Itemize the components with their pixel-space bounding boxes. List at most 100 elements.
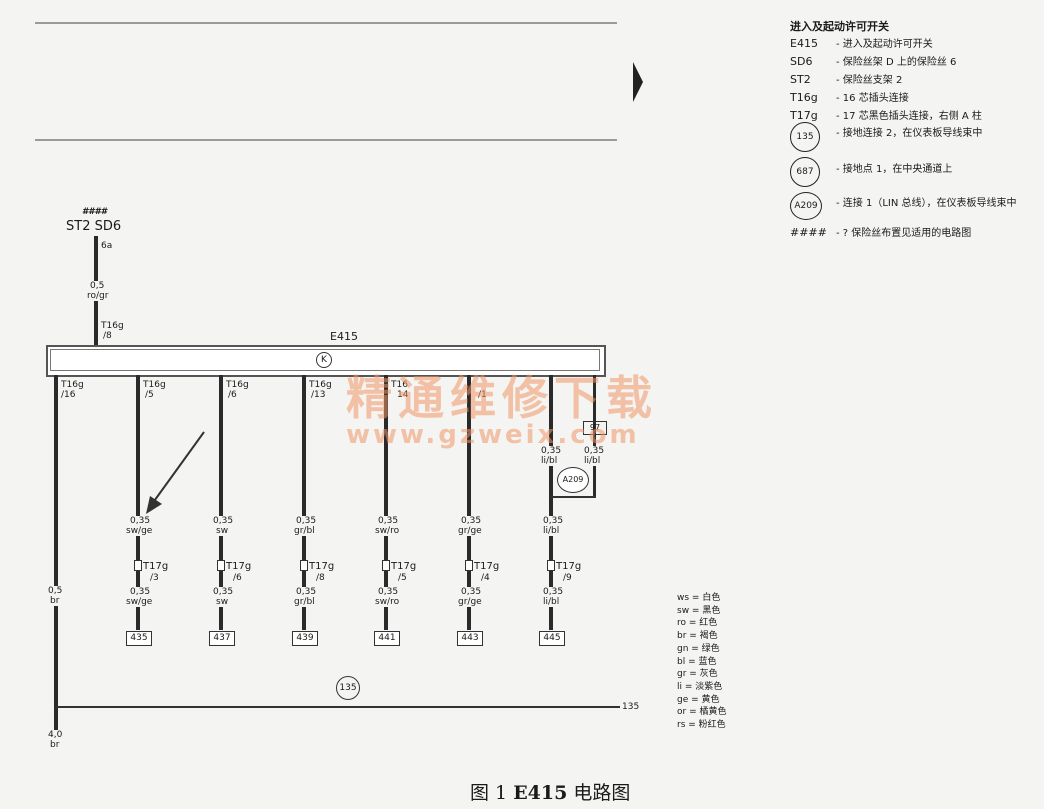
caption-bold: E415 [513,782,568,804]
top-rule [35,22,617,24]
caption-suffix: 电路图 [573,782,631,804]
a209-node: A209 [557,467,589,493]
branch-conn: T16g [143,380,166,390]
ground-wire [54,375,58,730]
color-legend-item: ge = 黄色 [677,694,720,705]
branch-wire2-color: gr/bl [294,597,315,607]
branch-conn-pin: 14 [397,390,409,400]
box-97: 97 [583,421,607,435]
branch-conn-pin: /6 [228,390,237,400]
plug-icon [300,560,308,571]
branch-wire2-color: li/bl [543,597,560,607]
ref-box: 441 [374,631,400,646]
legend-title: 进入及起动许可开关 [790,20,889,33]
branch-wire [219,375,223,630]
branch-wire [467,375,471,630]
legend-row: ####- ? 保险丝布置见适用的电路图 [790,226,972,239]
branch-wire [549,375,553,630]
branch-wire2-size: 0,35 [296,587,317,597]
branch-conn-pin: /5 [145,390,154,400]
ground-wire-size: 0,5 [48,586,63,596]
branch-wire2-size: 0,35 [378,587,399,597]
branch-wire-size: 0,35 [213,516,234,526]
feed-conn: T16g [101,321,124,331]
legend-row: E415- 进入及起动许可开关 [790,37,933,50]
lin-wire-size: 0,35 [541,446,562,456]
branch-wire-size: 0,35 [461,516,482,526]
color-legend-item: gr = 灰色 [677,669,718,680]
branch-wire [384,375,388,630]
branch-t17: T17g [143,561,169,572]
lin-wire-color: li/bl [541,456,558,466]
color-legend-item: ro = 红色 [677,618,718,629]
branch-wire2-color: sw/ro [375,597,400,607]
branch-conn-pin: /13 [311,390,326,400]
color-legend-item: sw = 黑色 [677,605,721,616]
color-legend: ws = 白色 sw = 黑色 ro = 红色 br = 褐色 gn = 绿色 … [677,592,726,732]
fuse-label: ST2 SD6 [66,219,122,234]
branch-wire-color: gr/bl [294,526,315,536]
ground-bus-end: 135 [622,702,640,712]
legend-row: ST2- 保险丝支架 2 [790,73,903,86]
ref-box: 439 [292,631,318,646]
ground-bus-line [55,706,620,708]
branch-wire [136,375,140,630]
branch-wire [302,375,306,630]
branch-wire-size: 0,35 [543,516,564,526]
legend-desc: - 接地点 1，在中央通道上 [836,164,953,175]
branch-conn: T16g [309,380,332,390]
branch-t17-pin: /4 [481,573,490,583]
color-legend-item: ws = 白色 [677,593,721,603]
plug-icon [382,560,390,571]
fuse-marks: #### [82,207,108,217]
legend-desc: - 连接 1（LIN 总线），在仪表板导线束中 [836,198,1017,209]
branch-wire-color: li/bl [543,526,560,536]
branch-wire2-color: sw [216,597,229,607]
branch-wire-color: sw/ge [126,526,153,536]
feed-wire-size: 0,5 [90,281,105,291]
plug-icon [547,560,555,571]
lin-wire-size: 0,35 [584,446,605,456]
feed-pin: 6a [101,241,113,251]
ref-box: 437 [209,631,235,646]
ground-wire-color: br [50,596,60,606]
branch-wire2-size: 0,35 [213,587,234,597]
mid-rule [35,139,617,141]
legend-desc: - 接地连接 2，在仪表板导线束中 [836,128,983,139]
lin-wire [593,375,596,498]
caption-prefix: 图 1 [470,782,508,804]
e415-inner-box [50,349,600,371]
branch-conn: T16 [391,380,408,390]
branch-wire2-color: sw/ge [126,597,153,607]
legend-row: T17g- 17 芯黑色插头连接，右侧 A 柱 [790,109,982,122]
feed-wire-color: ro/gr [87,291,109,301]
ground-bottom-color: br [50,740,60,750]
color-legend-item: rs = 粉红色 [677,720,726,731]
pointer-arrow-icon [146,431,205,514]
connector-a209-symbol: A209 [790,192,822,220]
branch-t17-pin: /3 [150,573,159,583]
lin-wire-color: li/bl [584,456,601,466]
lin-junction-line [551,496,596,498]
legend-row: T16g- 16 芯插头连接 [790,91,909,104]
branch-wire-color: sw [216,526,229,536]
branch-t17: T17g [556,561,582,572]
watermark-text: 精通维修下载 [346,371,658,425]
color-legend-item: li = 淡紫色 [677,681,723,692]
branch-wire2-size: 0,35 [130,587,151,597]
branch-t17: T17g [309,561,335,572]
figure-caption: 图 1 E415 电路图 [470,778,630,805]
branch-t17-pin: /8 [316,573,325,583]
color-legend-item: gn = 绿色 [677,643,720,654]
ground-conn-pin: /16 [61,390,76,400]
branch-conn-pin: /1 [478,390,487,400]
ref-box: 443 [457,631,483,646]
ground-bottom-size: 4,0 [48,730,63,740]
branch-conn: T16g [226,380,249,390]
page-arrow-icon [633,62,643,102]
color-legend-item: br = 褐色 [677,631,718,642]
k-symbol: K [316,352,332,368]
plug-icon [217,560,225,571]
ref-box: 435 [126,631,152,646]
ground-687-symbol: 687 [790,157,820,187]
